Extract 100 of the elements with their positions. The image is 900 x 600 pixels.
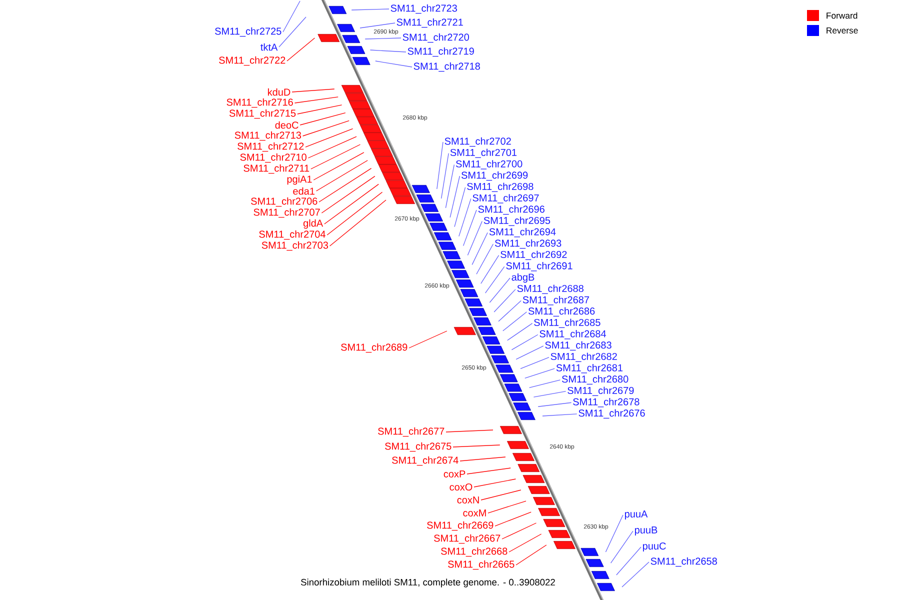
gene-label: SM11_chr2712 xyxy=(238,142,304,152)
gene-label: SM11_chr2678 xyxy=(573,398,640,408)
leader-line xyxy=(502,312,528,332)
leader-line xyxy=(445,164,455,208)
gene-label: SM11_chr2676 xyxy=(578,409,645,419)
gene-label: tktA xyxy=(260,43,278,51)
gene-label: SM11_chr2692 xyxy=(500,250,567,260)
leader-line xyxy=(326,192,383,236)
gene-label: SM11_chr2718 xyxy=(414,62,480,72)
leader-line xyxy=(616,546,642,576)
leader-line xyxy=(610,530,634,564)
gene-label: SM11_chr2698 xyxy=(467,182,534,192)
leader-line xyxy=(282,0,300,32)
gene-label: puuB xyxy=(635,526,658,536)
gene-label: SM11_chr2682 xyxy=(550,352,617,362)
gene-label: SM11_chr2706 xyxy=(251,197,318,207)
leader-line xyxy=(480,490,522,500)
gene-label: SM11_chr2721 xyxy=(396,18,463,28)
leader-line xyxy=(329,200,386,246)
gene-label: SM11_chr2674 xyxy=(392,456,458,466)
gene-label: SM11_chr2669 xyxy=(427,521,494,531)
leader-line xyxy=(302,120,350,136)
leader-line xyxy=(278,16,306,48)
gene-label: pgiA1 xyxy=(287,175,312,185)
leader-line xyxy=(605,514,624,552)
gene-label: SM11_chr2713 xyxy=(234,131,302,141)
leader-line xyxy=(508,534,542,552)
leader-line xyxy=(305,128,354,148)
gene-label: SM11_chr2716 xyxy=(226,98,293,108)
gene-label: deoC xyxy=(275,121,298,129)
gene-label: SM11_chr2665 xyxy=(448,560,514,570)
legend-label: Forward xyxy=(826,12,858,19)
leader-line xyxy=(313,152,364,180)
leader-line xyxy=(498,300,522,322)
leader-line xyxy=(318,168,372,202)
gene-label: abgB xyxy=(512,273,534,283)
gene-label: SM11_chr2658 xyxy=(650,557,717,567)
gene-label: SM11_chr2695 xyxy=(484,216,550,226)
leader-line xyxy=(440,152,449,199)
gene-label: SM11_chr2683 xyxy=(545,341,612,351)
gene-label: SM11_chr2699 xyxy=(462,171,528,181)
leader-line xyxy=(511,334,538,350)
gene-label: SM11_chr2686 xyxy=(528,307,595,317)
leader-line xyxy=(489,278,510,303)
leader-line xyxy=(622,562,650,588)
gene-label: SM11_chr2700 xyxy=(456,160,522,170)
leader-line xyxy=(476,244,494,274)
leader-line xyxy=(474,478,516,488)
gene-label: SM11_chr2722 xyxy=(219,56,286,66)
leader-line xyxy=(292,88,335,92)
leader-line xyxy=(321,176,376,214)
leader-line xyxy=(294,96,338,104)
gene-label: SM11_chr2696 xyxy=(478,205,544,215)
leader-line xyxy=(458,198,472,237)
gene-label: coxP xyxy=(444,470,466,478)
gene-label: SM11_chr2704 xyxy=(259,230,326,240)
leader-line xyxy=(308,136,357,158)
gene-label: SM11_chr2684 xyxy=(540,330,606,340)
gene-label: SM11_chr2693 xyxy=(495,239,562,249)
leader-line xyxy=(360,22,396,28)
leader-line xyxy=(452,444,500,448)
gene-label: SM11_chr2701 xyxy=(450,148,517,158)
leader-line xyxy=(538,402,572,407)
leader-line xyxy=(454,186,466,228)
gene-label: SM11_chr2702 xyxy=(444,137,511,147)
leader-line xyxy=(324,184,379,224)
gene-label: SM11_chr2711 xyxy=(244,164,310,174)
leader-line xyxy=(462,210,477,246)
caption: Sinorhizobium meliloti SM11, complete genome. - 0..3908022 xyxy=(300,578,555,588)
leader-line xyxy=(460,456,506,462)
leader-line xyxy=(351,8,390,10)
leader-line xyxy=(484,266,505,294)
gene-label: SM11_chr2723 xyxy=(390,4,457,14)
leader-line xyxy=(286,38,316,62)
leader-line xyxy=(370,50,406,52)
leader-line xyxy=(297,104,342,114)
gene-label: gldA xyxy=(303,219,324,229)
leader-line xyxy=(408,330,448,348)
gene-label: coxM xyxy=(463,510,486,516)
gene-label: SM11_chr2680 xyxy=(562,375,628,385)
gene-label: coxO xyxy=(450,483,472,491)
legend-label: Reverse xyxy=(826,27,858,34)
leader-line xyxy=(436,142,444,190)
leader-line xyxy=(533,390,566,398)
gene-label: SM11_chr2681 xyxy=(556,364,623,374)
gene-label: SM11_chr2720 xyxy=(402,33,470,43)
leader-line xyxy=(516,346,544,360)
leader-line xyxy=(310,144,361,170)
gene-label: SM11_chr2725 xyxy=(215,27,282,37)
gene-label: SM11_chr2687 xyxy=(522,296,589,306)
gene-label: SM11_chr2689 xyxy=(341,343,408,353)
gene-label: SM11_chr2703 xyxy=(262,241,328,251)
leader-line xyxy=(494,512,532,526)
leader-line xyxy=(542,414,578,416)
gene-label: SM11_chr2675 xyxy=(385,442,452,452)
leader-line xyxy=(528,380,561,388)
gene-label: SM11_chr2688 xyxy=(517,284,584,294)
gene-label: coxN xyxy=(457,496,479,504)
gene-label: SM11_chr2694 xyxy=(489,228,556,238)
leader-line xyxy=(488,500,526,514)
